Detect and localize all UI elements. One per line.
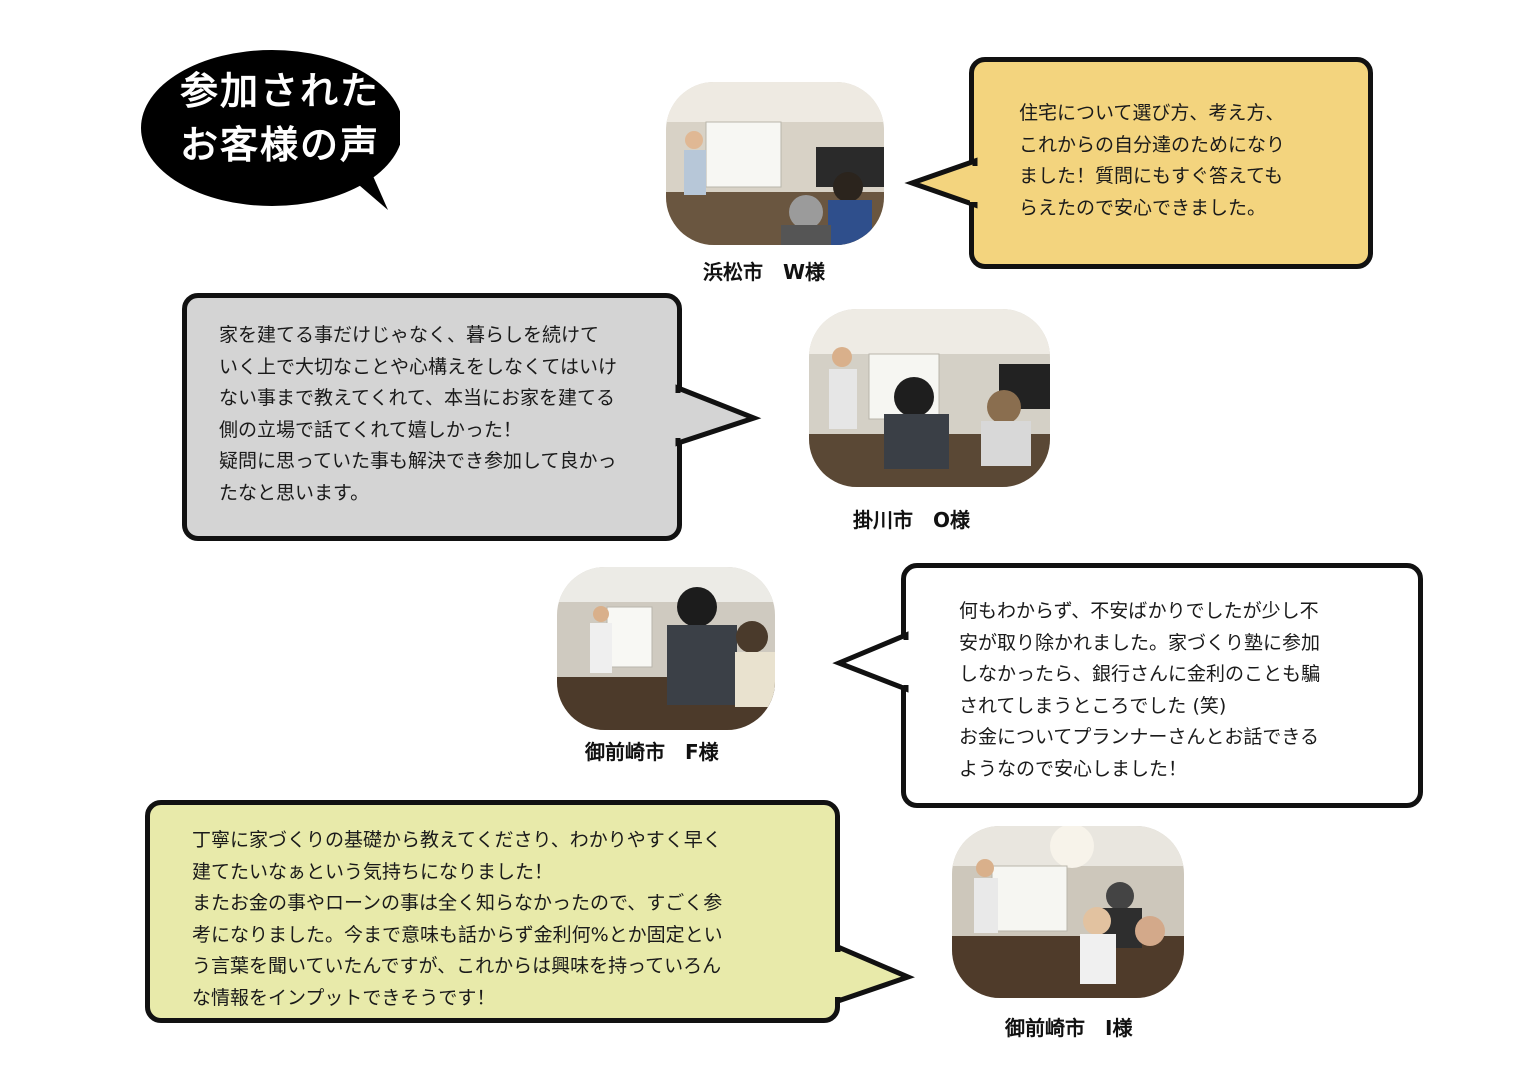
comment-line: 考になりました。今まで意味も話からず金利何%とか固定とい — [192, 923, 723, 946]
bubble-tail-omaezaki-i — [830, 943, 915, 1005]
comment-text-omaezaki-f: 何もわからず、不安ばかりでしたが少し不 安が取り除かれました。家づくり塾に参加 … — [959, 596, 1320, 785]
comment-line: ない事まで教えてくれて、本当にお家を建てる — [219, 387, 615, 409]
comment-line: お金についてプランナーさんとお話できる — [959, 726, 1320, 748]
seminar-photo-kakegawa — [809, 309, 1050, 487]
comment-line: 疑問に思っていた事も解決でき参加して良かっ — [219, 450, 617, 472]
comment-line: ようなので安心しました！ — [959, 757, 1188, 780]
title-speech-bubble: 参加された お客様の声 — [140, 48, 400, 218]
seminar-photo-omaezaki-i — [952, 826, 1184, 998]
comment-line: な情報をインプットできそうです！ — [192, 986, 496, 1009]
comment-bubble-kakegawa: 家を建てる事だけじゃなく、暮らしを続けて いく上で大切なことや心構えをしなくては… — [182, 293, 682, 541]
comment-line: う言葉を聞いていたんですが、これからは興味を持っていろん — [192, 955, 722, 977]
comment-bubble-omaezaki-i: 丁寧に家づくりの基礎から教えてくださり、わかりやすく早く 建てたいなぁという気持… — [145, 800, 840, 1023]
caption-hamamatsu: 浜松市 W様 — [703, 260, 826, 284]
page-title-line-1: 参加された — [179, 69, 380, 113]
page-title: 参加された お客様の声 — [140, 64, 420, 172]
comment-text-omaezaki-i: 丁寧に家づくりの基礎から教えてくださり、わかりやすく早く 建てたいなぁという気持… — [192, 825, 723, 1014]
page-title-line-2: お客様の声 — [179, 123, 380, 167]
comment-line: 建てたいなぁという気持ちになりました！ — [192, 860, 554, 883]
comment-line: 家を建てる事だけじゃなく、暮らしを続けて — [219, 324, 600, 346]
comment-text-hamamatsu: 住宅について選び方、考え方、 これからの自分達のためになり ました！質問にもすぐ… — [1019, 98, 1285, 224]
seminar-photo-omaezaki-f — [557, 567, 775, 730]
comment-text-kakegawa: 家を建てる事だけじゃなく、暮らしを続けて いく上で大切なことや心構えをしなくては… — [219, 320, 617, 509]
comment-line: 側の立場で話てくれて嬉しかった！ — [219, 418, 522, 441]
caption-kakegawa: 掛川市 O様 — [853, 508, 971, 532]
caption-omaezaki-i: 御前崎市 I様 — [1005, 1016, 1133, 1040]
comment-line: 住宅について選び方、考え方、 — [1019, 102, 1285, 124]
comment-line: いく上で大切なことや心構えをしなくてはいけ — [219, 355, 618, 378]
bubble-tail-kakegawa — [670, 384, 762, 447]
comment-bubble-omaezaki-f: 何もわからず、不安ばかりでしたが少し不 安が取り除かれました。家づくり塾に参加 … — [901, 563, 1423, 808]
comment-line: またお金の事やローンの事は全く知らなかったので、すごく参 — [192, 892, 723, 914]
bubble-tail-hamamatsu — [904, 157, 984, 209]
comment-bubble-hamamatsu: 住宅について選び方、考え方、 これからの自分達のためになり ました！質問にもすぐ… — [969, 57, 1373, 269]
comment-line: らえたので安心できました。 — [1019, 196, 1267, 219]
bubble-tail-omaezaki-f — [832, 631, 916, 693]
comment-line: 丁寧に家づくりの基礎から教えてくださり、わかりやすく早く — [192, 829, 722, 851]
title-bubble-shape — [141, 50, 400, 210]
comment-line: されてしまうところでした (笑) — [959, 694, 1227, 717]
comment-line: たなと思います。 — [219, 481, 370, 504]
comment-line: 何もわからず、不安ばかりでしたが少し不 — [959, 600, 1319, 622]
comment-line: しなかったら、銀行さんに金利のことも騙 — [959, 663, 1321, 685]
comment-line: ました！質問にもすぐ答えても — [1019, 165, 1284, 187]
caption-omaezaki-f: 御前崎市 F様 — [585, 740, 719, 764]
seminar-photo-hamamatsu — [666, 82, 884, 245]
comment-line: これからの自分達のためになり — [1019, 133, 1286, 156]
comment-line: 安が取り除かれました。家づくり塾に参加 — [959, 631, 1321, 654]
